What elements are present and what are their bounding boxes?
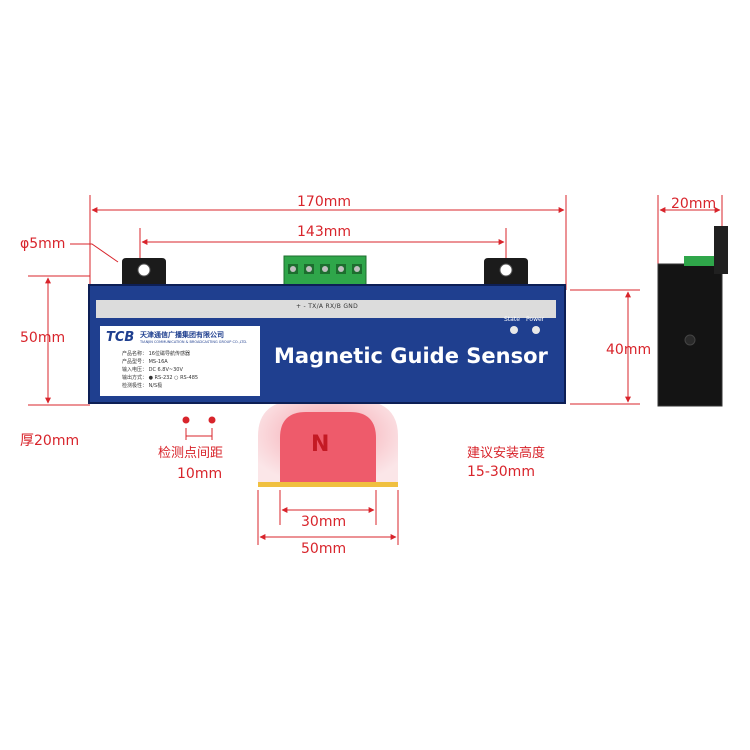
spec-line: 检测极性： N/S极 xyxy=(122,383,163,389)
terminal-labels: + - TX/A RX/B GND xyxy=(296,303,358,310)
sensor-front-panel: + - TX/A RX/B GND State Power TCB 天津通信广播… xyxy=(88,284,566,404)
magnet-block xyxy=(258,400,398,487)
spec-line: 产品型号： MS-16A xyxy=(122,359,168,365)
side-height-label: 40mm xyxy=(606,342,652,358)
side-view xyxy=(657,226,728,407)
terminal-block xyxy=(283,255,367,287)
inner-width-label: 30mm xyxy=(301,514,347,530)
outer-width-label: 50mm xyxy=(301,541,347,557)
install-height-label: 建议安装高度 xyxy=(467,446,546,461)
company-name-cn: 天津通信广播集团有限公司 xyxy=(140,331,224,339)
power-led xyxy=(532,326,540,334)
magnet-pole-label: N xyxy=(311,432,330,457)
state-led-label: State xyxy=(504,316,520,323)
install-height-value: 15-30mm xyxy=(467,464,535,480)
tcb-logo: TCB xyxy=(106,330,135,345)
detection-dot-left xyxy=(182,416,190,424)
side-width-label: 20mm xyxy=(671,196,717,212)
front-height-label: 50mm xyxy=(20,330,66,346)
detection-dot-right xyxy=(208,416,216,424)
spec-line: 输出方式： ● RS-232 ○ RS-485 xyxy=(122,375,199,381)
detection-spacing-label: 检测点间距 xyxy=(158,446,224,461)
spec-line: 输入电压： DC 6.8V~30V xyxy=(122,367,183,373)
mounting-ear-right xyxy=(484,258,528,286)
total-length-label: 170mm xyxy=(297,194,351,210)
terminal-label-strip: + - TX/A RX/B GND xyxy=(96,300,556,318)
product-label: TCB 天津通信广播集团有限公司 TIANJIN COMMUNICATION &… xyxy=(100,326,260,396)
product-title: Magnetic Guide Sensor xyxy=(274,344,548,368)
mounting-ear-left xyxy=(122,258,166,286)
dimension-lines xyxy=(28,195,723,545)
power-led-label: Power xyxy=(526,316,545,323)
hole-spacing-label: 143mm xyxy=(297,224,351,240)
company-name-en: TIANJIN COMMUNICATION & BROADCASTING GRO… xyxy=(140,340,248,344)
state-led xyxy=(510,326,518,334)
hole-diameter-label: φ5mm xyxy=(20,236,66,252)
spec-line: 产品名称： 16位磁导航传感器 xyxy=(122,351,190,357)
detection-spacing-value: 10mm xyxy=(177,466,223,482)
thickness-label: 厚20mm xyxy=(20,433,80,449)
